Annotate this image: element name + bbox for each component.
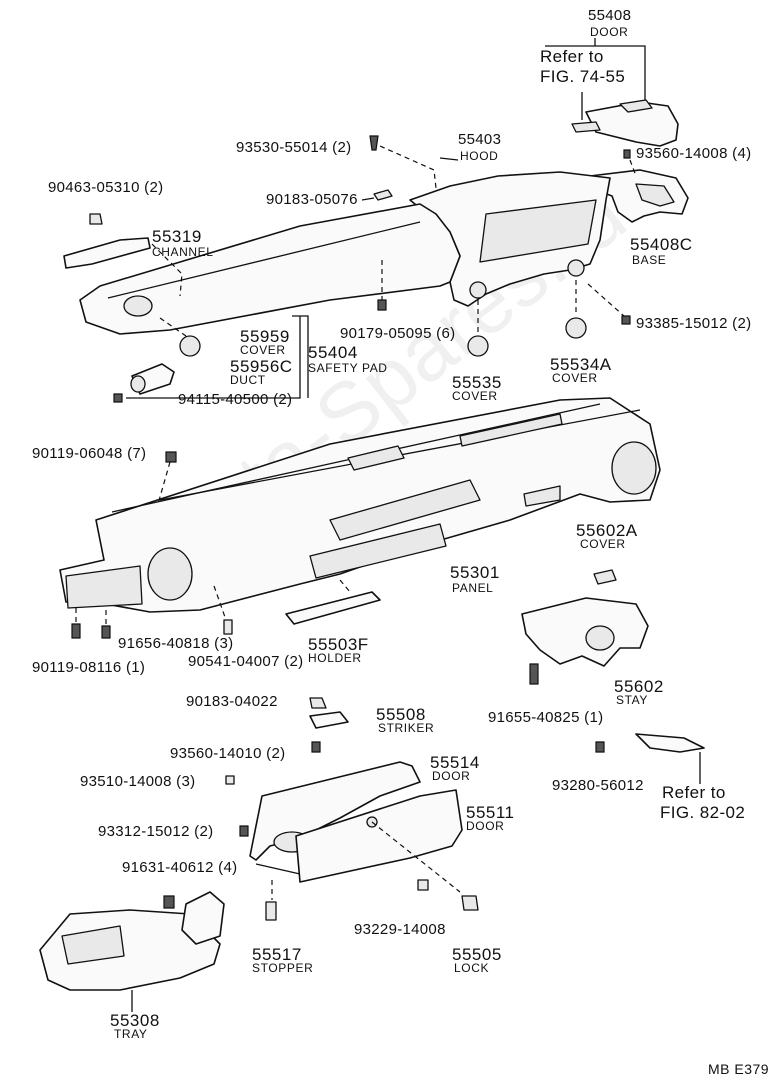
- panel-55301-illustration: [59, 397, 661, 613]
- label-93560b: 93560-14010 (2): [170, 745, 286, 762]
- label-55404-name: SAFETY PAD: [308, 361, 388, 375]
- label-55408-number: 55408: [588, 7, 632, 24]
- label-55511-number: 55511: [466, 803, 515, 822]
- label-90179: 90179-05095 (6): [340, 325, 456, 342]
- label-55503f-number: 55503F: [308, 635, 369, 654]
- label-90119b: 90119-08116 (1): [32, 659, 146, 676]
- label-55956c-name: DUCT: [230, 373, 266, 387]
- label-55408-name: DOOR: [590, 25, 629, 39]
- label-55508-number: 55508: [376, 705, 426, 724]
- label-55408c-name: BASE: [632, 253, 667, 267]
- label-55956c-number: 55956C: [230, 357, 293, 376]
- label-55514-number: 55514: [430, 753, 480, 772]
- label-55508-name: STRIKER: [378, 721, 435, 735]
- label-55535-name: COVER: [452, 389, 498, 403]
- footer-code: MB E379: [708, 1061, 770, 1077]
- label-55534a-number: 55534A: [550, 355, 612, 374]
- hood-55403-illustration: [409, 171, 611, 307]
- label-55602a-name: COVER: [580, 537, 626, 551]
- label-55403-number: 55403: [458, 131, 502, 148]
- label-91655: 91655-40825 (1): [488, 709, 604, 726]
- label-93510: 93510-14008 (3): [80, 773, 196, 790]
- label-55602-name: STAY: [616, 693, 648, 707]
- label-55408c-number: 55408C: [630, 235, 693, 254]
- door-55408-illustration: [571, 99, 679, 147]
- label-90183a: 90183-05076: [266, 191, 358, 208]
- label-93229: 93229-14008: [354, 921, 446, 938]
- label-55308-number: 55308: [110, 1011, 160, 1030]
- label-55503f-name: HOLDER: [308, 651, 362, 665]
- safety-pad-55404-illustration: [79, 203, 461, 335]
- tray-55308-illustration: [39, 891, 225, 991]
- label-55301-number: 55301: [450, 563, 500, 582]
- label-55534a-name: COVER: [552, 371, 598, 385]
- label-55959-number: 55959: [240, 327, 290, 346]
- label-93530: 93530-55014 (2): [236, 139, 352, 156]
- label-90541: 90541-04007 (2): [188, 653, 304, 670]
- label-94115: 94115-40500 (2): [178, 391, 293, 408]
- label-55505-number: 55505: [452, 945, 502, 964]
- label-90463: 90463-05310 (2): [48, 179, 164, 196]
- duct-illustration: [130, 335, 201, 395]
- stay-55602-illustration: [521, 597, 649, 667]
- label-55308-name: TRAY: [114, 1027, 148, 1041]
- label-55404-number: 55404: [308, 343, 358, 362]
- label-55602-number: 55602: [614, 677, 664, 696]
- label-55403-name: HOOD: [460, 149, 499, 163]
- label-55602a-number: 55602A: [576, 521, 638, 540]
- base-55408c-illustration: [589, 169, 689, 223]
- label-55514-name: DOOR: [432, 769, 471, 783]
- label-55511-name: DOOR: [466, 819, 505, 833]
- label-93560a: 93560-14008 (4): [636, 145, 752, 162]
- ref1-line2: FIG. 74-55: [540, 67, 626, 86]
- label-93280: 93280-56012: [552, 777, 644, 794]
- label-93312: 93312-15012 (2): [98, 823, 214, 840]
- label-55319-number: 55319: [152, 227, 202, 246]
- label-55517-number: 55517: [252, 945, 302, 964]
- label-55319-name: CHANNEL: [152, 245, 214, 259]
- label-90183b: 90183-04022: [186, 693, 278, 710]
- label-55505-name: LOCK: [454, 961, 490, 975]
- label-91656: 91656-40818 (3): [118, 635, 234, 652]
- label-55517-name: STOPPER: [252, 961, 314, 975]
- ref1-line1: Refer to: [540, 47, 604, 66]
- label-55535-number: 55535: [452, 373, 502, 392]
- label-91631: 91631-40612 (4): [122, 859, 238, 876]
- ref2-line1: Refer to: [662, 783, 726, 802]
- label-93385: 93385-15012 (2): [636, 315, 752, 332]
- ref2-line2: FIG. 82-02: [660, 803, 746, 822]
- label-90119a: 90119-06048 (7): [32, 445, 147, 462]
- label-55301-name: PANEL: [452, 581, 494, 595]
- label-55959-name: COVER: [240, 343, 286, 357]
